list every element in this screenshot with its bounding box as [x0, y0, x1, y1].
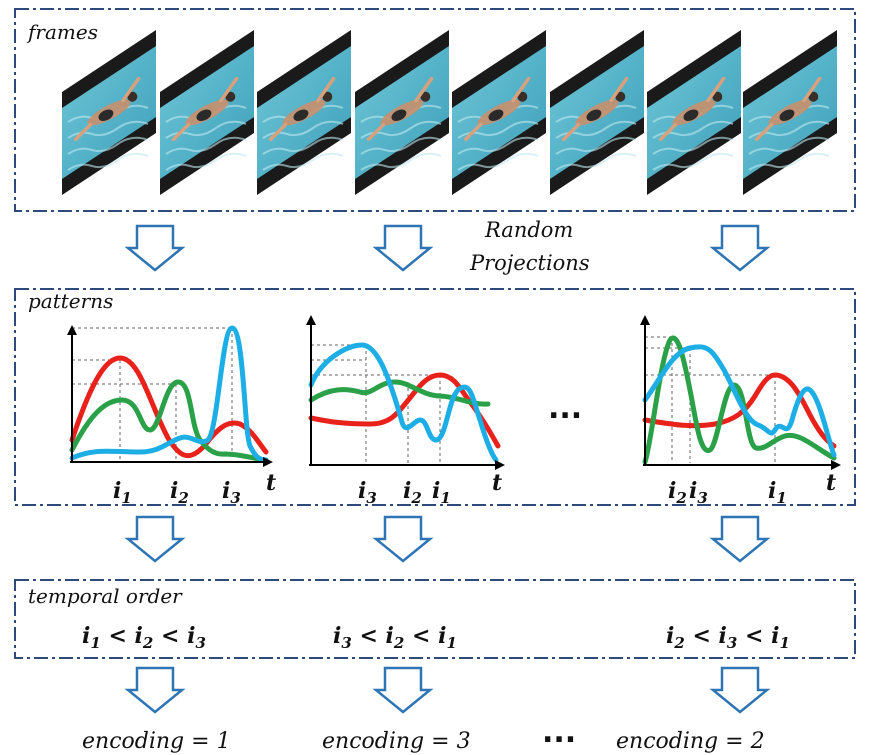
chart-3-red-curve — [642, 372, 837, 449]
chart-1-tick-2: i2 — [170, 478, 189, 507]
chart-2-tick-1: i3 — [358, 478, 377, 507]
ellipsis-patterns: ... — [548, 391, 582, 426]
down-arrow-2-1 — [124, 515, 186, 563]
video-frames — [62, 30, 837, 195]
order-expression-1: i1 < i2 < i3 — [82, 623, 206, 652]
chart-2-guides — [311, 344, 441, 463]
down-arrow-1-3 — [709, 224, 771, 272]
video-frame-4 — [355, 30, 449, 195]
video-frame-2 — [160, 30, 254, 195]
frames-label: frames — [26, 20, 98, 44]
swimmer-figure-8 — [754, 76, 822, 142]
temporal-order-section-box — [14, 579, 856, 659]
chart-1-axis-t: t — [266, 470, 276, 496]
video-frame-8 — [743, 30, 837, 195]
order-expression-3: i2 < i3 < i1 — [666, 623, 790, 652]
swimmer-figure-2 — [171, 76, 239, 142]
down-arrow-2-3 — [709, 515, 771, 563]
swimmer-figure-5 — [463, 76, 531, 142]
encoding-1: encoding = 1 — [82, 729, 231, 754]
pattern-chart-1: i1 i2 i3 t — [67, 325, 276, 507]
video-frame-5 — [452, 30, 546, 195]
chart-3-tick-1: i2 — [668, 478, 687, 507]
chart-3-axis-t: t — [826, 470, 836, 496]
patterns-section-box — [14, 288, 856, 506]
swimmer-figure-7 — [658, 76, 726, 142]
order-expression-2: i3 < i2 < i1 — [333, 623, 457, 652]
chart-3-tick-2: i3 — [689, 478, 708, 507]
random-projections-label-line1: Random — [484, 218, 573, 242]
encoding-2: encoding = 3 — [322, 729, 471, 754]
chart-2-axis-t: t — [492, 470, 502, 496]
video-frame-1 — [62, 30, 156, 195]
pattern-chart-2: i3 i2 i1 t — [306, 315, 505, 507]
chart-2-blue-curve — [308, 342, 499, 463]
swimmer-figure-4 — [366, 76, 434, 142]
chart-2-red-curve — [308, 372, 501, 449]
down-arrow-3-1 — [124, 666, 186, 714]
temporal-order-label: temporal order — [28, 584, 183, 608]
down-arrow-3-3 — [709, 666, 771, 714]
video-frame-6 — [550, 30, 644, 195]
video-frame-3 — [257, 30, 351, 195]
arrows-row-encoding — [124, 666, 771, 714]
pattern-chart-3: i2 i3 i1 t — [640, 315, 841, 507]
chart-2-tick-3: i1 — [432, 478, 451, 507]
video-frame-7 — [647, 30, 741, 195]
chart-1-guides — [72, 327, 233, 460]
arrows-row-order — [124, 515, 771, 563]
swimmer-figure-6 — [561, 76, 629, 142]
down-arrow-3-2 — [372, 666, 434, 714]
ellipsis-encodings: ... — [542, 715, 576, 750]
chart-3-tick-3: i1 — [768, 478, 787, 507]
down-arrow-1-1 — [124, 224, 186, 272]
chart-1-green-curve — [69, 379, 269, 463]
chart-2-tick-2: i2 — [403, 478, 422, 507]
frames-section-box — [14, 8, 856, 212]
chart-1-blue-curve — [69, 325, 269, 463]
random-projections-label-line2: Projections — [469, 251, 590, 275]
swimmer-figure-1 — [73, 76, 141, 142]
down-arrow-1-2 — [372, 224, 434, 272]
patterns-label: patterns — [28, 289, 113, 313]
down-arrow-2-2 — [372, 515, 434, 563]
chart-1-tick-3: i3 — [222, 478, 241, 507]
swimmer-figure-3 — [268, 76, 336, 142]
encoding-3: encoding = 2 — [616, 729, 765, 754]
chart-1-red-curve — [69, 355, 269, 459]
chart-3-blue-curve — [642, 344, 837, 458]
chart-1-tick-1: i1 — [113, 478, 132, 507]
arrows-row-projection — [124, 224, 771, 272]
chart-3-green-curve — [642, 335, 837, 465]
